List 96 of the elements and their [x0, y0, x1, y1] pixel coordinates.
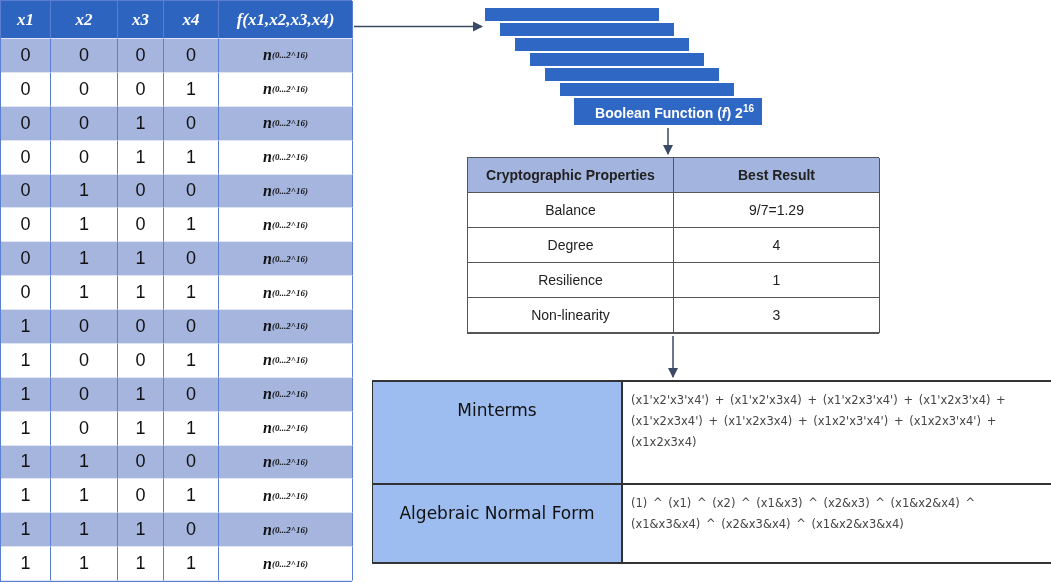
function-box — [559, 82, 735, 97]
data-cell: 0 — [1, 208, 51, 243]
data-cell: 4 — [674, 228, 880, 263]
data-cell: 0 — [118, 174, 164, 209]
data-cell: 1 — [164, 140, 219, 175]
data-cell: 1 — [674, 263, 880, 298]
data-cell: 1 — [1, 445, 51, 480]
expression-cell-text: (1) ^ (x1) ^ (x2) ^ (x1&x3) ^ (x2&x3) ^ (x1&x2&x4) ^ (x1&x3&x4) ^ (x2&x3&x4) ^ (x1&x2&x3&x4) — [630, 495, 977, 533]
data-cell: 1 — [1, 377, 51, 412]
data-cell: 0 — [1, 140, 51, 175]
data-cell: 1 — [51, 276, 118, 310]
data-cell: 3 — [674, 298, 880, 333]
data-cell: 1 — [164, 276, 219, 310]
data-cell: 1 — [1, 411, 51, 446]
data-cell: 0 — [164, 106, 219, 141]
data-cell: 0 — [1, 72, 51, 107]
data-cell: 0 — [1, 39, 51, 73]
data-cell: 1 — [51, 208, 118, 243]
data-cell: 1 — [1, 547, 51, 581]
data-cell: 0 — [118, 72, 164, 107]
data-cell: 1 — [1, 343, 51, 378]
data-cell: 0 — [164, 242, 219, 277]
arrow — [667, 335, 679, 379]
expression-cell: (x1'x2'x3'x4') + (x1'x2'x3x4) + (x1'x2x3'x4') + (x1'x2x3'x4) + (x1'x2x3x4') + (x1'x2x3x4) + (x1x2'x3'x4') + (x1x2x3'x4') + (x1x2x3x4) — [623, 382, 1051, 485]
data-cell: 1 — [51, 242, 118, 277]
data-cell: 0 — [51, 377, 118, 412]
data-cell: 9/7=1.29 — [674, 193, 880, 228]
data-cell: Degree — [468, 228, 674, 263]
data-cell: 1 — [164, 411, 219, 446]
arrow — [662, 127, 674, 156]
data-cell: 0 — [51, 343, 118, 378]
data-cell: 0 — [51, 39, 118, 73]
header-cell: f(x1,x2,x3,x4) — [219, 1, 353, 39]
data-cell: 1 — [118, 411, 164, 446]
data-cell: 0 — [51, 106, 118, 141]
data-cell: 0 — [118, 479, 164, 514]
data-cell: Non-linearity — [468, 298, 674, 333]
data-cell: 1 — [118, 140, 164, 175]
data-cell: 0 — [51, 310, 118, 344]
data-cell: 1 — [51, 174, 118, 209]
data-cell: 0 — [51, 72, 118, 107]
header-cell: x3 — [118, 1, 164, 39]
header-cell: Cryptographic Properties — [468, 158, 674, 193]
function-box — [484, 7, 660, 22]
expression-table — [372, 380, 1051, 564]
header-cell: x4 — [164, 1, 219, 39]
data-cell: 0 — [51, 140, 118, 175]
header-cell: Minterms — [373, 382, 623, 485]
data-cell: 1 — [164, 547, 219, 581]
function-box: Boolean Function (f) 2$^{16}$ — [573, 97, 763, 126]
data-cell: 0 — [164, 174, 219, 209]
function-box — [514, 37, 690, 52]
data-cell: 1 — [118, 106, 164, 141]
truth-table — [0, 0, 352, 582]
arrow — [353, 21, 484, 32]
data-cell: 0 — [51, 411, 118, 446]
header-cell: Best Result — [674, 158, 880, 193]
properties-table — [467, 157, 879, 334]
data-cell: 1 — [118, 242, 164, 277]
data-cell: 1 — [164, 343, 219, 378]
data-cell: 0 — [164, 513, 219, 548]
data-cell: 1 — [51, 445, 118, 480]
data-cell: 1 — [118, 276, 164, 310]
data-cell: Balance — [468, 193, 674, 228]
data-cell: 0 — [118, 445, 164, 480]
data-cell: 1 — [51, 479, 118, 514]
data-cell: 0 — [1, 174, 51, 209]
data-cell: 0 — [164, 445, 219, 480]
data-cell: 0 — [118, 39, 164, 73]
data-cell: 1 — [1, 310, 51, 344]
data-cell: 0 — [164, 310, 219, 344]
function-box — [544, 67, 720, 82]
data-cell: 1 — [51, 513, 118, 548]
data-cell: 1 — [118, 513, 164, 548]
function-box — [499, 22, 675, 37]
data-cell: Resilience — [468, 263, 674, 298]
data-cell: 1 — [164, 72, 219, 107]
data-cell: 0 — [1, 106, 51, 141]
header-cell: x1 — [1, 1, 51, 39]
data-cell: 1 — [51, 547, 118, 581]
data-cell: 0 — [118, 343, 164, 378]
data-cell: 0 — [164, 39, 219, 73]
data-cell: 0 — [1, 242, 51, 277]
data-cell: 0 — [118, 208, 164, 243]
data-cell: 0 — [1, 276, 51, 310]
data-cell: 1 — [1, 513, 51, 548]
data-cell: 0 — [164, 377, 219, 412]
data-cell: 1 — [118, 377, 164, 412]
data-cell: 0 — [118, 310, 164, 344]
data-cell: 1 — [164, 208, 219, 243]
function-box — [529, 52, 705, 67]
data-cell: 1 — [1, 479, 51, 514]
data-cell: 1 — [164, 479, 219, 514]
data-cell: 1 — [118, 547, 164, 581]
header-cell: Algebraic Normal Form — [373, 485, 623, 562]
header-cell: x2 — [51, 1, 118, 39]
